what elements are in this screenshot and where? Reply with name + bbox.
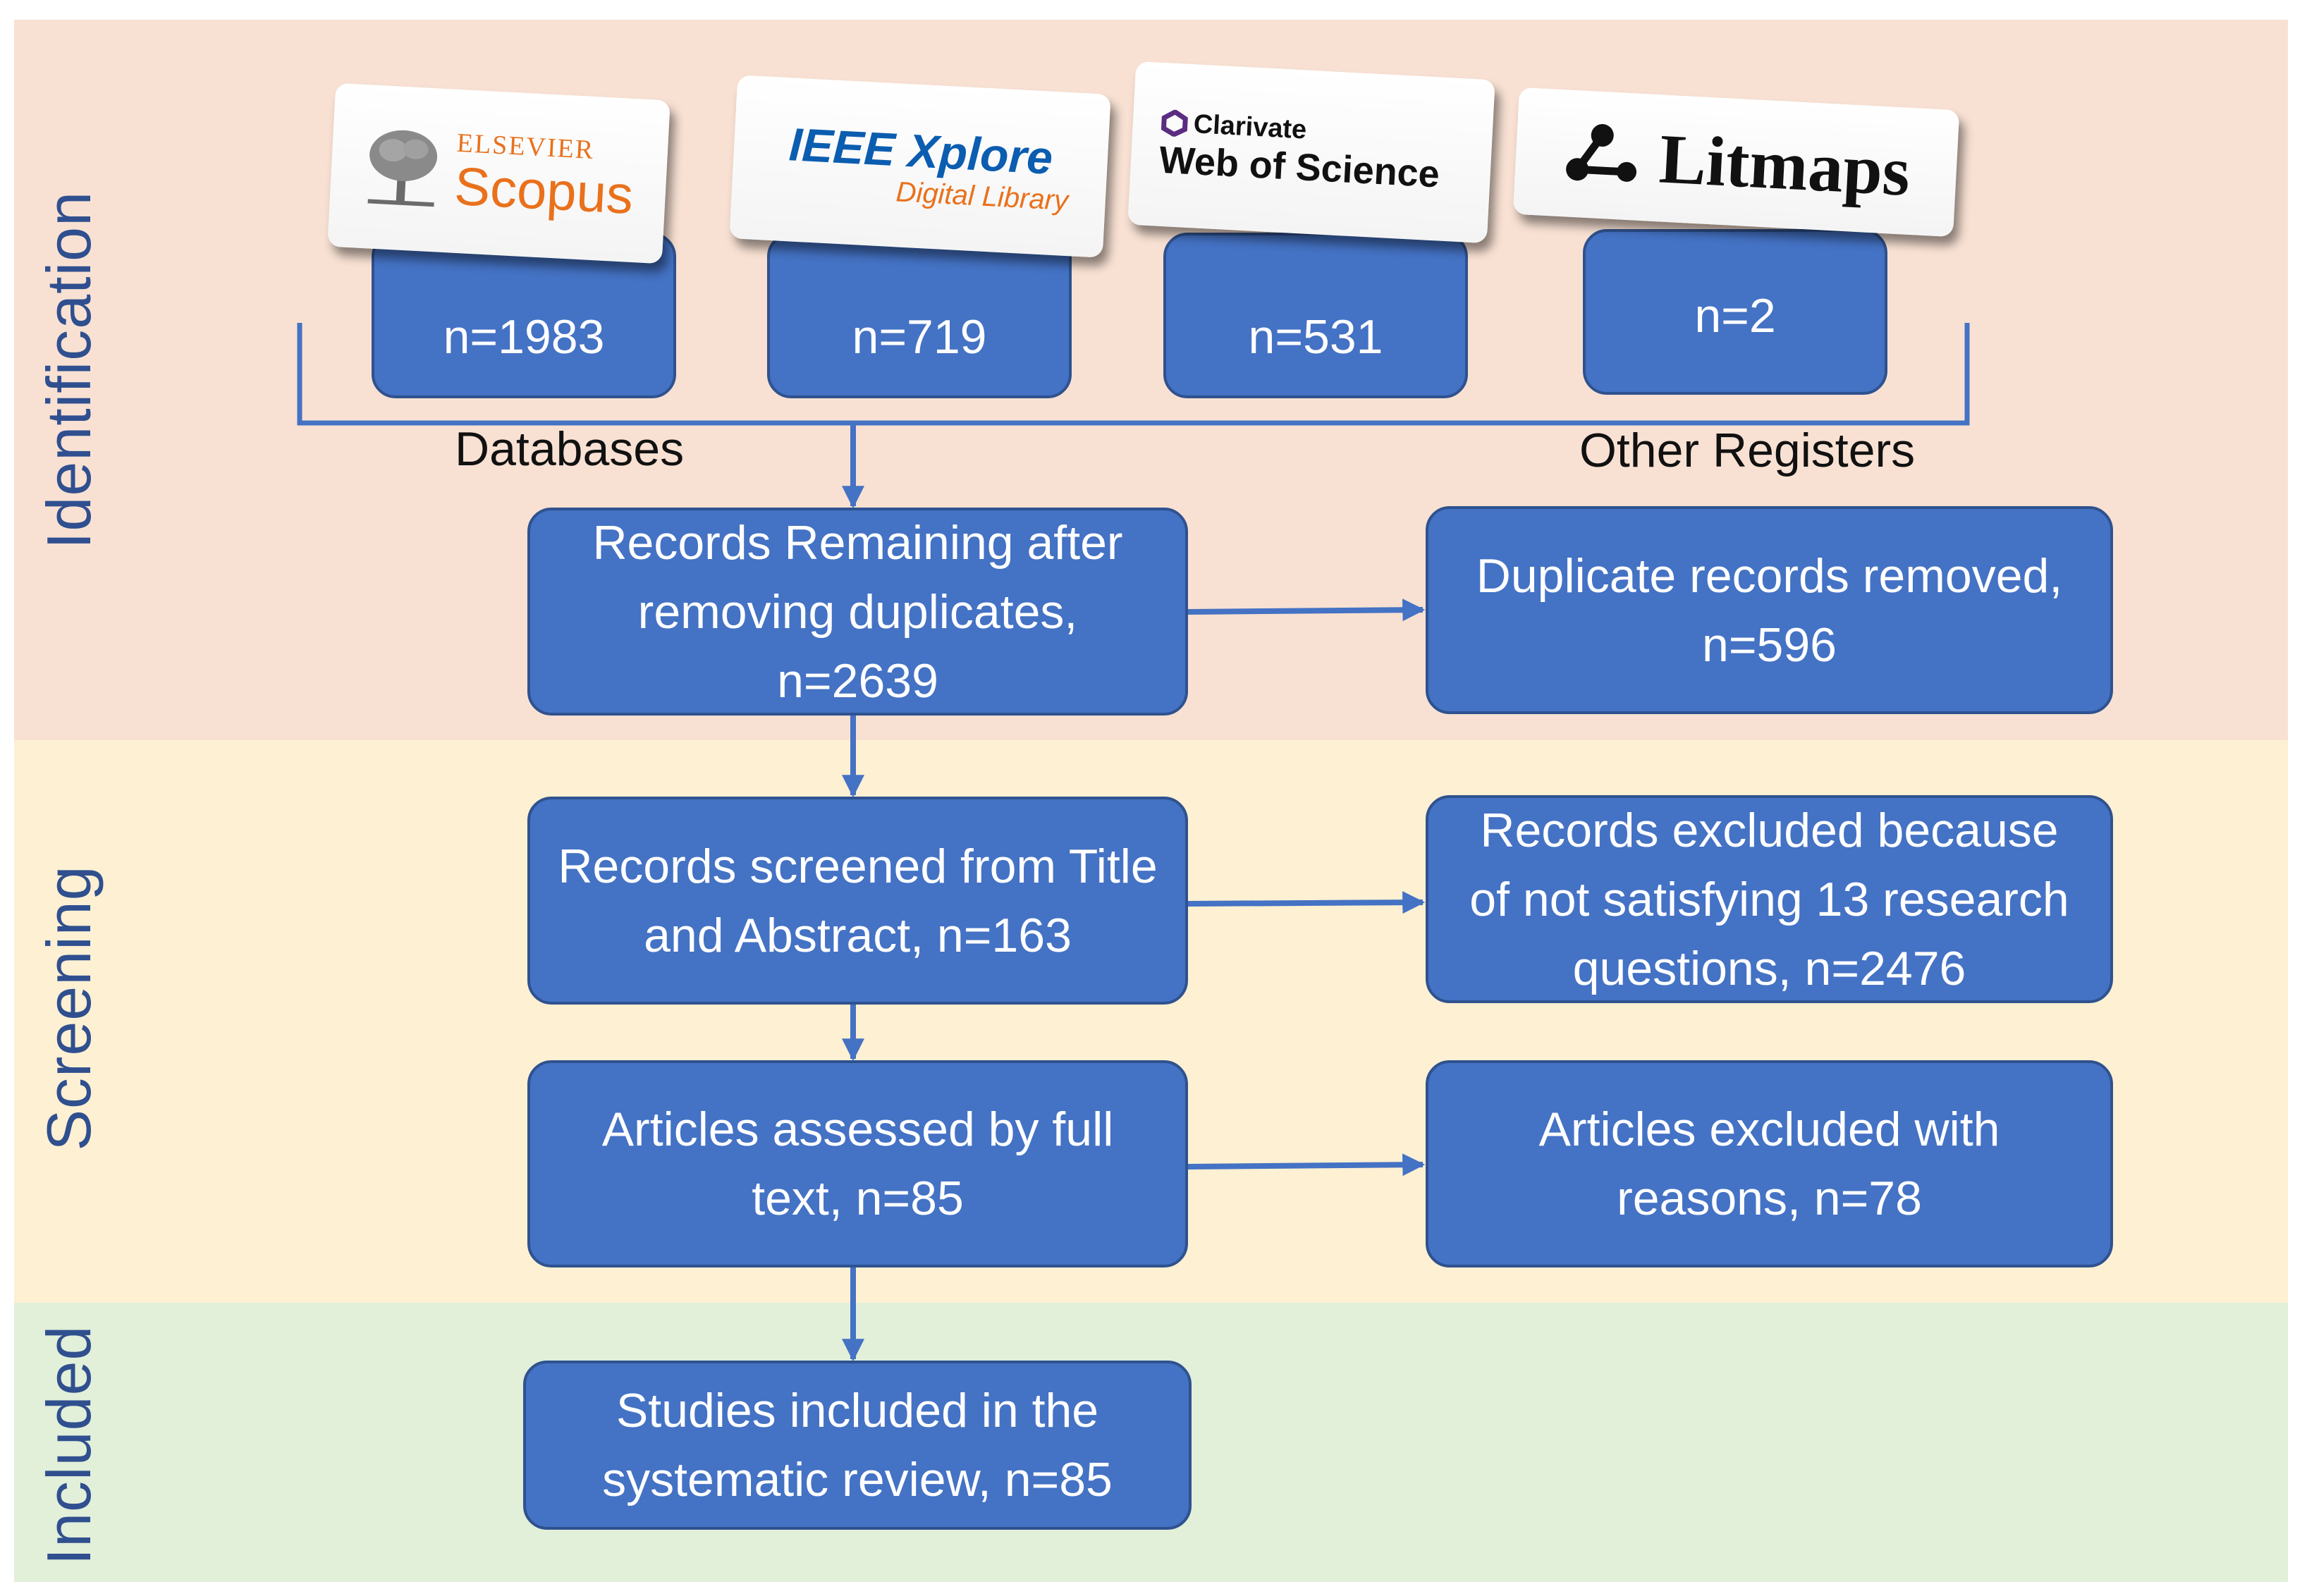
source-count-litmaps: n=2	[1583, 229, 1887, 395]
web-of-science-logo: Clarivate Web of Science	[1127, 61, 1495, 244]
arrow-to-excluded-rq	[1187, 891, 1426, 914]
source-count-ieee: n=719	[767, 233, 1072, 398]
litmaps-wordmark: Litmaps	[1657, 118, 1912, 211]
web-of-science-wordmark: Web of Science	[1158, 138, 1441, 196]
litmaps-logo: Litmaps	[1512, 87, 1960, 238]
arrow-to-excluded-reasons	[1187, 1153, 1426, 1177]
articles-excluded-box: Articles excluded with reasons, n=78	[1426, 1060, 2113, 1267]
ieee-xplore-wordmark: IEEE Xplore	[788, 117, 1054, 184]
full-text-assessed-box: Articles assessed by full text, n=85	[527, 1060, 1188, 1267]
source-count-wos: n=531	[1163, 233, 1468, 398]
other-registers-label: Other Registers	[1579, 424, 1916, 477]
scopus-logo: ELSEVIER Scopus	[327, 82, 671, 264]
source-bracket	[297, 323, 1970, 426]
elsevier-tree-icon	[367, 130, 437, 207]
databases-label: Databases	[455, 422, 685, 476]
duplicates-removed-box: Duplicate records removed, n=596	[1426, 506, 2113, 714]
clarivate-icon	[1161, 109, 1188, 137]
scopus-wordmark: Scopus	[453, 156, 635, 226]
litmaps-network-icon	[1565, 123, 1636, 182]
records-excluded-box: Records excluded because of not satisfyi…	[1426, 795, 2113, 1003]
studies-included-box: Studies included in the systematic revie…	[523, 1361, 1192, 1530]
arrow-to-duplicates	[1187, 598, 1426, 622]
ieee-xplore-logo: IEEE Xplore Digital Library	[729, 75, 1111, 258]
records-remaining-box: Records Remaining after removing duplica…	[527, 508, 1188, 716]
records-screened-box: Records screened from Title and Abstract…	[527, 797, 1188, 1005]
